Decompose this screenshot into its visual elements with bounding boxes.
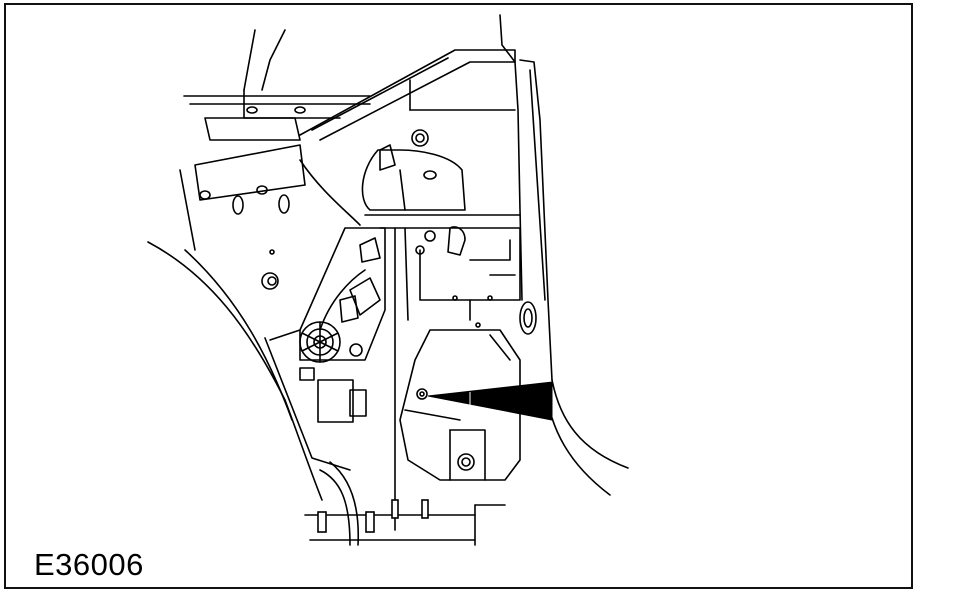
right-pillar (409, 59, 629, 496)
upper-rail (183, 29, 371, 119)
figure-id-label: E36006 (34, 547, 144, 582)
regulator-assembly (264, 227, 386, 546)
arrow-icon (427, 381, 553, 421)
lower-sill (304, 499, 506, 546)
wheel-arch (147, 144, 361, 501)
inner-panel (364, 214, 521, 531)
bolt-target (416, 388, 428, 400)
upper-bracket (361, 129, 466, 211)
lower-bracket (399, 329, 521, 481)
figure-frame (4, 3, 913, 589)
diagonal-brace (204, 14, 516, 141)
